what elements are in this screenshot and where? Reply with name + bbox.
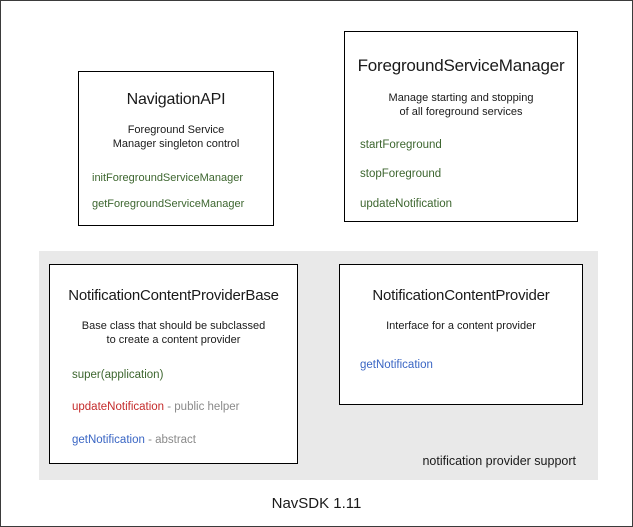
member-name: getNotification <box>72 433 145 446</box>
member-row[interactable]: getForegroundServiceManager <box>92 197 273 210</box>
member-row[interactable]: updateNotification - public helper <box>72 401 297 414</box>
group-label-notification-provider-support: notification provider support <box>422 454 576 468</box>
class-description-line: Manager singleton control <box>112 137 240 150</box>
member-row[interactable]: startForeground <box>360 138 577 152</box>
member-row[interactable]: super(application) <box>72 368 297 382</box>
member-name: initForegroundServiceManager <box>92 171 244 184</box>
class-title-navigation-api: NavigationAPI <box>126 91 226 108</box>
member-name: startForeground <box>360 138 442 151</box>
member-note: - abstract <box>144 433 197 446</box>
member-row[interactable]: initForegroundServiceManager <box>92 171 273 184</box>
class-description-line: Manage starting and stopping <box>388 92 534 104</box>
class-description-foreground-service-manager: Manage starting and stopping of all fore… <box>345 92 577 120</box>
member-name: updateNotification <box>360 197 453 210</box>
class-box-navigation-api[interactable]: NavigationAPI Foreground Service Manager… <box>78 71 274 226</box>
member-list-notification-content-provider: getNotification <box>340 358 582 372</box>
footer-version-label: NavSDK 1.11 <box>271 495 362 512</box>
notification-provider-support-group: NotificationContentProviderBase Base cla… <box>39 251 598 480</box>
member-list-navigation-api: initForegroundServiceManager getForegrou… <box>79 171 273 210</box>
class-description-navigation-api: Foreground Service Manager singleton con… <box>79 124 273 152</box>
member-list-foreground-service-manager: startForeground stopForeground updateNot… <box>345 138 577 211</box>
member-row[interactable]: getNotification <box>360 358 582 372</box>
class-box-notification-content-provider-base[interactable]: NotificationContentProviderBase Base cla… <box>49 264 298 464</box>
member-name: stopForeground <box>360 168 442 180</box>
member-name: getForegroundServiceManager <box>92 197 245 210</box>
class-description-line: to create a content provider <box>106 333 241 346</box>
member-row[interactable]: stopForeground <box>360 168 577 181</box>
class-description-line: Foreground Service <box>127 124 225 136</box>
member-row[interactable]: getNotification - abstract <box>72 433 297 447</box>
member-name: updateNotification <box>72 401 165 413</box>
class-description-line: Interface for a content provider <box>386 320 536 332</box>
member-list-notification-content-provider-base: super(application) updateNotification - … <box>50 368 297 447</box>
class-description-notification-content-provider-base: Base class that should be subclassed to … <box>50 320 297 348</box>
class-box-foreground-service-manager[interactable]: ForegroundServiceManager Manage starting… <box>344 31 578 222</box>
class-title-notification-content-provider-base: NotificationContentProviderBase <box>68 287 279 304</box>
member-name: super(application) <box>72 368 164 381</box>
class-title-notification-content-provider: NotificationContentProvider <box>372 287 550 304</box>
class-description-notification-content-provider: Interface for a content provider <box>340 320 582 334</box>
member-name: getNotification <box>360 358 433 371</box>
class-description-line: Base class that should be subclassed <box>81 320 266 332</box>
class-title-foreground-service-manager: ForegroundServiceManager <box>357 56 565 75</box>
member-row[interactable]: updateNotification <box>360 197 577 211</box>
class-box-notification-content-provider[interactable]: NotificationContentProvider Interface fo… <box>339 264 583 405</box>
class-description-line: of all foreground services <box>399 105 523 118</box>
member-note: - public helper <box>164 401 240 413</box>
